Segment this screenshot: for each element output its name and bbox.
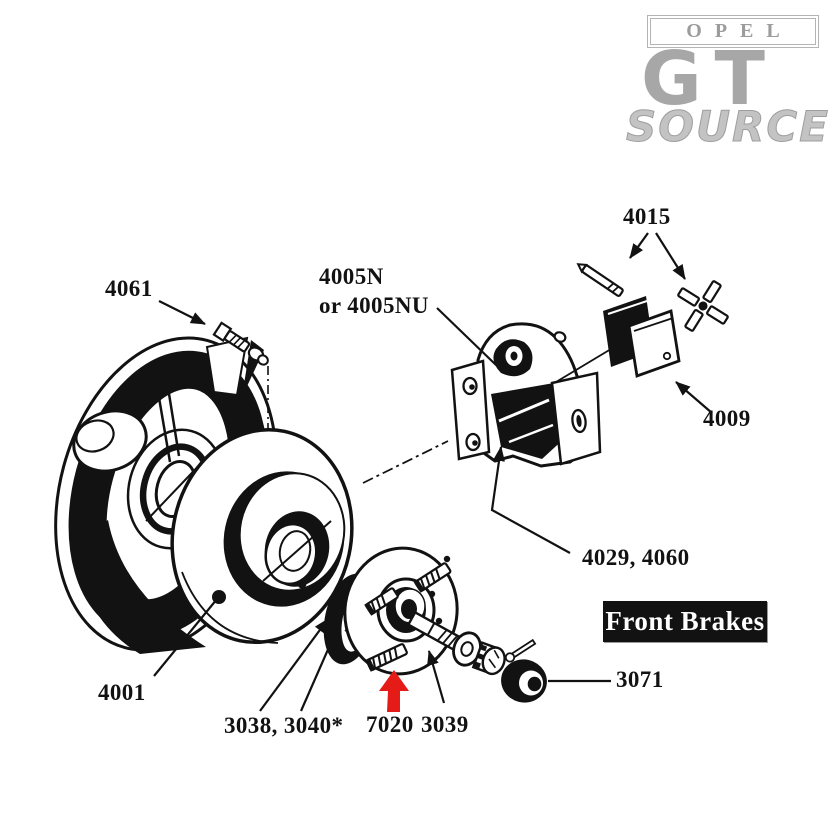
part-label-4005n: 4005N: [319, 264, 384, 289]
part-label-3071: 3071: [616, 667, 664, 692]
leader-lines: [153, 232, 713, 712]
leader-4061: [158, 300, 206, 325]
gt-logo-text: GT: [641, 36, 779, 122]
cross-spring-clip: [677, 280, 729, 332]
leader-3039: [427, 650, 446, 704]
part-label-4061: 4061: [105, 276, 153, 301]
alignment-line: [362, 440, 449, 484]
opel-logo-inner-border: OPEL: [650, 18, 816, 45]
part-label-4001: 4001: [98, 680, 146, 705]
opel-logo-badge: OPEL: [647, 15, 819, 48]
leader-3038-b: [299, 628, 339, 712]
spindle-hardware-drawing: [452, 631, 547, 703]
caliper-drawing: [362, 322, 602, 484]
part-label-4005nu: or 4005NU: [319, 293, 429, 318]
wheel-stud: [365, 643, 408, 672]
source-logo-text: SOURCE: [626, 102, 830, 151]
leader-3038-a: [259, 618, 329, 712]
caliper-bracket: [450, 359, 491, 461]
part-label-4015: 4015: [623, 204, 671, 229]
part-label-7020: 7020: [366, 712, 414, 737]
leader-4029-4060: [490, 446, 571, 554]
opel-logo-text: OPEL: [686, 20, 793, 42]
part-label-3039: 3039: [421, 712, 469, 737]
wheel-stud: [413, 562, 452, 593]
wheel-stud: [364, 587, 399, 616]
bolt-4061-drawing: [212, 321, 269, 430]
leader-4001: [153, 598, 218, 677]
leader-4009: [675, 381, 713, 414]
part-label-4029-4060: 4029, 4060: [582, 545, 690, 570]
retaining-pin: [576, 263, 624, 297]
leader-4015-b: [655, 232, 686, 280]
dust-cap: [501, 659, 547, 703]
castle-nut: [471, 641, 506, 676]
cotter-pin: [504, 638, 537, 663]
brake-pads-drawing: [555, 263, 729, 383]
leader-4005: [436, 307, 497, 366]
section-title-text: Front Brakes: [605, 606, 765, 636]
part-label-4009: 4009: [703, 406, 751, 431]
red-arrow-7020: [379, 670, 409, 712]
leader-4015-a: [629, 232, 649, 259]
part-label-3038-3040: 3038, 3040*: [224, 713, 344, 738]
rotor-drawing: [170, 427, 354, 645]
section-title-box: Front Brakes: [603, 601, 767, 642]
